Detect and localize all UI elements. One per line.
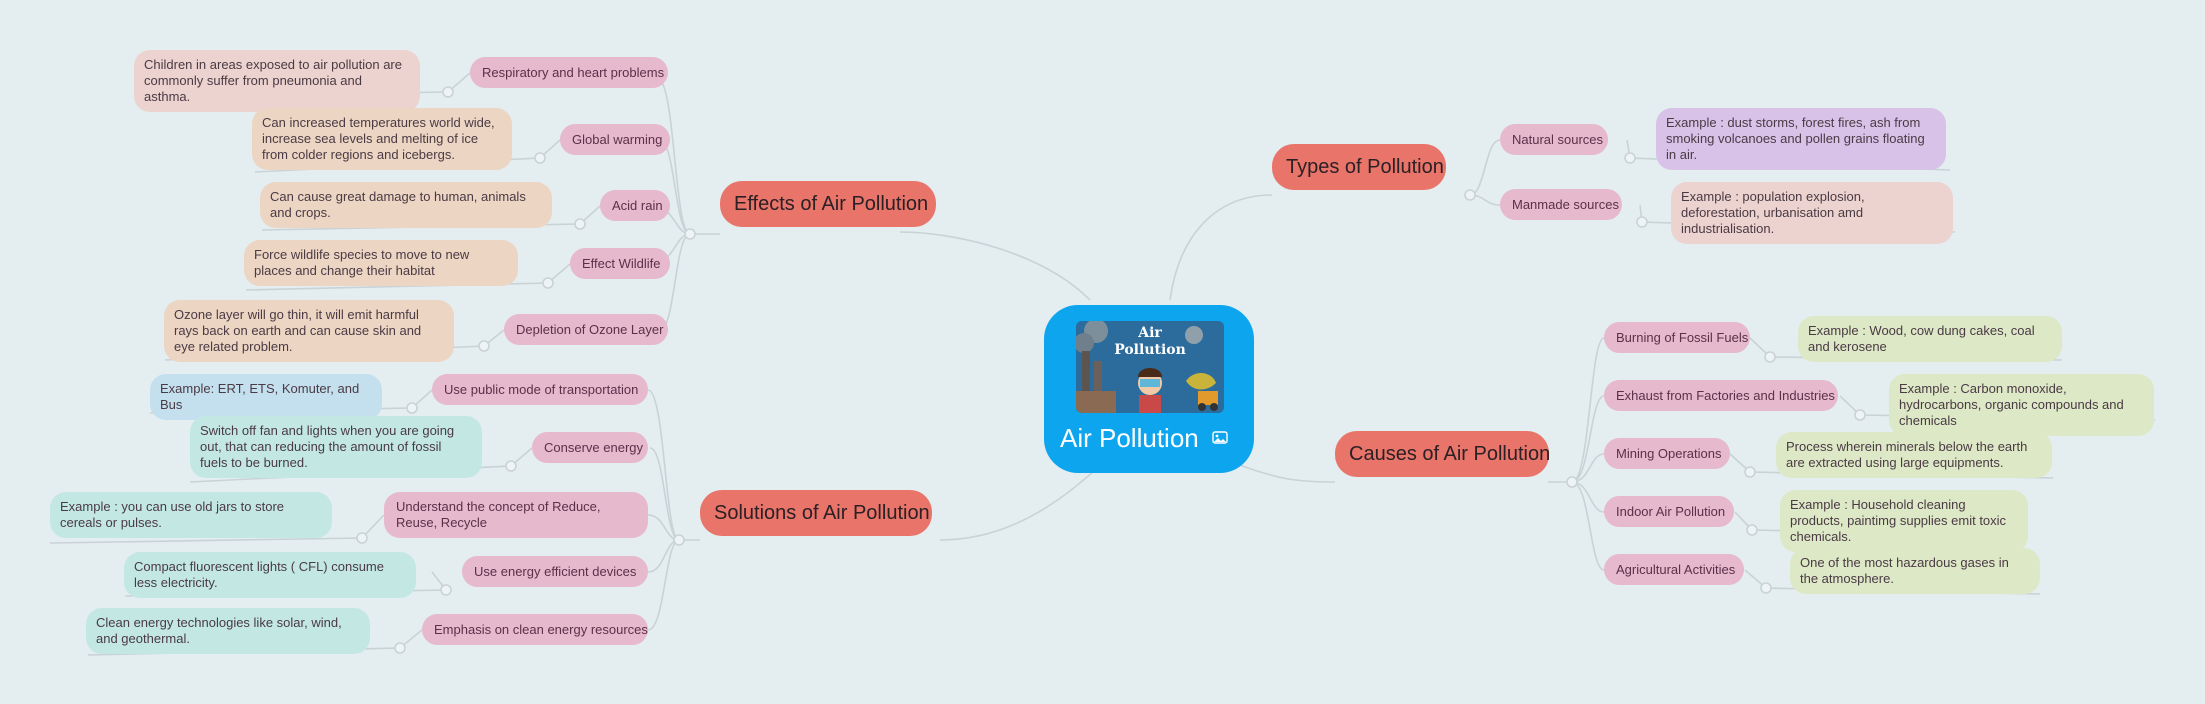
subtopic-conserve-energy[interactable]: Conserve energy <box>532 432 648 463</box>
subtopic-indoor-air-pollution[interactable]: Indoor Air Pollution <box>1604 496 1734 527</box>
image-icon[interactable] <box>1212 431 1228 444</box>
note-ozone-depletion: Ozone layer will go thin, it will emit h… <box>164 300 454 362</box>
note-agricultural-activities: One of the most hazardous gases in the a… <box>1790 548 2040 594</box>
note-factories-industries: Example : Carbon monoxide, hydrocarbons,… <box>1889 374 2154 436</box>
subtopic-energy-efficient-devices[interactable]: Use energy efficient devices <box>462 556 648 587</box>
central-topic[interactable]: Air Pollution Air Pollution <box>1044 305 1254 473</box>
subtopic-agricultural-activities[interactable]: Agricultural Activities <box>1604 554 1744 585</box>
subtopic-manmade-sources[interactable]: Manmade sources <box>1500 189 1622 220</box>
branch-causes[interactable]: Causes of Air Pollution <box>1335 431 1550 477</box>
note-public-transport: Example: ERT, ETS, Komuter, and Bus <box>150 374 382 420</box>
branch-solutions[interactable]: Solutions of Air Pollution <box>700 490 932 536</box>
subtopic-public-transport[interactable]: Use public mode of transportation <box>432 374 648 405</box>
note-fossil-fuels: Example : Wood, cow dung cakes, coal and… <box>1798 316 2062 362</box>
branch-types[interactable]: Types of Pollution <box>1272 144 1446 190</box>
branch-effects[interactable]: Effects of Air Pollution <box>720 181 936 227</box>
note-energy-efficient-devices: Compact fluorescent lights ( CFL) consum… <box>124 552 416 598</box>
subtopic-factories-industries[interactable]: Exhaust from Factories and Industries <box>1604 380 1838 411</box>
note-indoor-air-pollution: Example : Household cleaning products, p… <box>1780 490 2028 552</box>
subtopic-ozone-depletion[interactable]: Depletion of Ozone Layer <box>504 314 668 345</box>
subtopic-clean-energy[interactable]: Emphasis on clean energy resources <box>422 614 648 645</box>
note-conserve-energy: Switch off fan and lights when you are g… <box>190 416 482 478</box>
subtopic-respiratory[interactable]: Respiratory and heart problems <box>470 57 668 88</box>
subtopic-effect-wildlife[interactable]: Effect Wildlife <box>570 248 670 279</box>
note-manmade-sources: Example : population explosion, deforest… <box>1671 182 1953 244</box>
subtopic-natural-sources[interactable]: Natural sources <box>1500 124 1608 155</box>
note-clean-energy: Clean energy technologies like solar, wi… <box>86 608 370 654</box>
central-topic-title: Air Pollution <box>1060 423 1199 453</box>
pollution-illustration-icon: Air Pollution <box>1076 321 1224 413</box>
subtopic-acid-rain[interactable]: Acid rain <box>600 190 670 221</box>
subtopic-reduce-reuse-recycle[interactable]: Understand the concept of Reduce, Reuse,… <box>384 492 648 538</box>
air-pollution-illustration: Air Pollution <box>1076 321 1224 413</box>
note-natural-sources: Example : dust storms, forest fires, ash… <box>1656 108 1946 170</box>
subtopic-fossil-fuels[interactable]: Burning of Fossil Fuels <box>1604 322 1750 353</box>
note-global-warming: Can increased temperatures world wide, i… <box>252 108 512 170</box>
note-reduce-reuse-recycle: Example : you can use old jars to store … <box>50 492 332 538</box>
note-acid-rain: Can cause great damage to human, animals… <box>260 182 552 228</box>
note-effect-wildlife: Force wildlife species to move to new pl… <box>244 240 518 286</box>
note-respiratory: Children in areas exposed to air polluti… <box>134 50 420 112</box>
subtopic-mining-operations[interactable]: Mining Operations <box>1604 438 1730 469</box>
svg-text:Air: Air <box>1137 325 1162 341</box>
svg-text:Pollution: Pollution <box>1114 342 1186 358</box>
subtopic-global-warming[interactable]: Global warming <box>560 124 670 155</box>
note-mining-operations: Process wherein minerals below the earth… <box>1776 432 2052 478</box>
